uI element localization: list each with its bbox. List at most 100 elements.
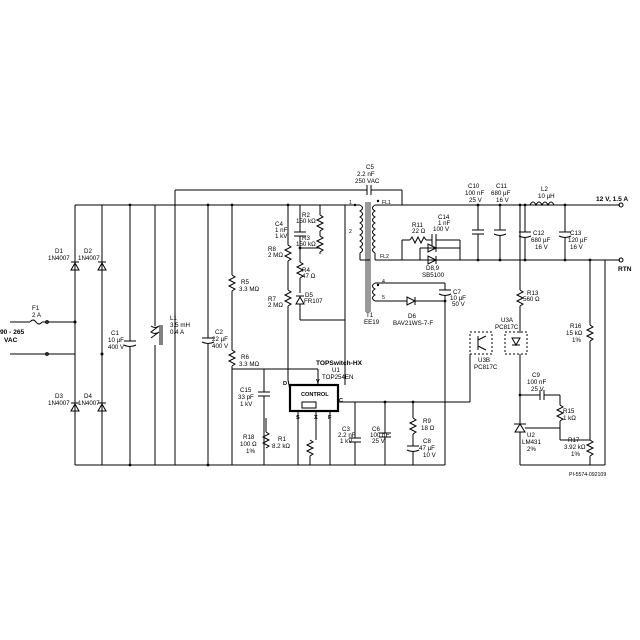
d4-ref: D4 (84, 393, 92, 400)
input-voltage: 90 - 265 (0, 329, 25, 336)
d2-value: 1N4007 (78, 255, 100, 262)
c7-v1: 10 µF (450, 295, 466, 302)
output-rtn: RTN (618, 266, 632, 273)
c13-v1: 120 µF (568, 237, 588, 244)
d1-value: 1N4007 (48, 255, 70, 262)
feedback-network: R13 560 Ω U3A PC817C U3B PC817C R16 15 k… (469, 203, 606, 466)
d4-value: 1N4007 (78, 400, 100, 407)
c3-v2: 1 kV (340, 438, 353, 445)
c3-v1: 2.2 nF (338, 432, 356, 439)
diode-d8 (427, 243, 438, 253)
c9-v1: 100 nF (527, 379, 546, 386)
d3-ref: D3 (55, 393, 63, 400)
c8-v2: 10 V (423, 452, 437, 459)
c6-v1: 100 nF (370, 432, 389, 439)
c15-v1: 33 pF (238, 394, 254, 401)
t1-pin4: 4 (382, 279, 385, 285)
output-voltage: 12 V, 1.5 A (596, 196, 628, 203)
c4-v1: 1 nF (275, 227, 288, 234)
r11-value: 22 Ω (412, 228, 426, 235)
c5-ref: C5 (366, 164, 374, 171)
c12-v2: 16 V (535, 244, 549, 251)
diode-d6 (406, 296, 417, 306)
c5-v2: 250 VAC (355, 178, 380, 185)
controller-u1: CONTROL TOPSwitch-HX U1 TOP254EN D V C S… (232, 282, 471, 465)
c14-v2: 100 V (433, 226, 450, 233)
r16-v1: 15 kΩ (566, 330, 583, 337)
inductor-l2 (529, 201, 555, 207)
c9-ref: C9 (532, 372, 540, 379)
l2-value: 10 µH (538, 193, 555, 200)
c1-v2: 400 V (108, 344, 125, 351)
c15-v2: 1 kV (240, 401, 253, 408)
resistors-r5-r6: R5 3.3 MΩ R6 3.3 MΩ (227, 203, 259, 465)
d89-value: SB5100 (422, 272, 445, 279)
t1-part: EE19 (364, 319, 380, 326)
l1-ref: L1 (170, 315, 177, 322)
r3-ref: R3 (302, 235, 310, 242)
clamp-network: R8 2 MΩ R7 2 MΩ C4 1 nF 1 kV R2 150 kΩ R… (268, 203, 345, 380)
optocoupler-u3a (504, 331, 528, 355)
c6-v2: 25 V (372, 438, 386, 445)
f1-value: 2 A (32, 312, 42, 319)
u1-package (288, 383, 340, 413)
c1-v1: 10 µF (108, 337, 124, 344)
r5-value: 3.3 MΩ (239, 286, 259, 293)
d89-ref: D8,9 (426, 265, 440, 272)
diode-d3 (70, 402, 80, 412)
r4-ref: R4 (302, 267, 310, 274)
t1-pin1: 1 (349, 200, 352, 206)
u3a-ref: U3A (501, 317, 514, 324)
c7-ref: C7 (453, 289, 461, 296)
u1-pin-c: C (339, 398, 343, 404)
c10-v1: 100 nF (465, 190, 484, 197)
c4-ref: C4 (275, 221, 283, 228)
r15-ref: R15 (563, 408, 575, 415)
r7-ref: R7 (268, 296, 276, 303)
c11-v1: 680 µF (491, 190, 511, 197)
r1-value: 8.2 kΩ (272, 443, 290, 450)
t1-ref: T1 (366, 312, 374, 319)
c2-ref: C2 (215, 329, 223, 336)
d6-ref: D6 (408, 313, 416, 320)
c15-ref: C15 (240, 387, 252, 394)
u2-ref: U2 (527, 432, 535, 439)
r17-ref: R17 (568, 437, 580, 444)
diode-d4 (97, 402, 107, 412)
d3-value: 1N4007 (48, 400, 70, 407)
c11-ref: C11 (496, 183, 507, 190)
l1-v1: 3.5 mH (170, 322, 190, 329)
l1-v2: 0.4 A (170, 329, 185, 336)
r1-ref: R1 (278, 436, 286, 443)
c3-ref: C3 (342, 426, 350, 433)
d1-ref: D1 (55, 248, 63, 255)
c14-ref: C14 (438, 214, 450, 221)
u2-value: LM431 (522, 439, 541, 446)
fuse-f1-symbol (29, 319, 43, 325)
diode-d9 (427, 255, 438, 265)
r13-value: 560 Ω (523, 296, 540, 303)
r16-v2: 1% (572, 337, 581, 344)
bridge-rectifier: D1 1N4007 D2 1N4007 D3 1N4007 D4 1N4007 (48, 204, 175, 466)
r17-v1: 3.92 kΩ (564, 444, 586, 451)
r2-value: 150 kΩ (296, 218, 316, 225)
u1-block: CONTROL (301, 392, 329, 398)
c5-v1: 2.2 nF (357, 171, 375, 178)
r6-ref: R6 (241, 354, 249, 361)
d2-ref: D2 (84, 248, 92, 255)
c12-v1: 680 µF (531, 237, 551, 244)
figure-id: PI-5574-092109 (569, 472, 606, 478)
c9-v2: 25 V (531, 386, 545, 393)
l2-ref: L2 (541, 186, 548, 193)
input-unit: VAC (4, 337, 18, 344)
c4-v2: 1 kV (275, 233, 288, 240)
c10-v2: 25 V (469, 197, 483, 204)
t1-fl1: FL1 (382, 200, 391, 206)
capacitor-c1: C1 10 µF 400 V (108, 203, 137, 467)
r18-ref: R18 (243, 434, 255, 441)
u3b-ref: U3B (478, 357, 490, 364)
c12-ref: C12 (533, 230, 545, 237)
r9-value: 18 Ω (421, 425, 435, 432)
